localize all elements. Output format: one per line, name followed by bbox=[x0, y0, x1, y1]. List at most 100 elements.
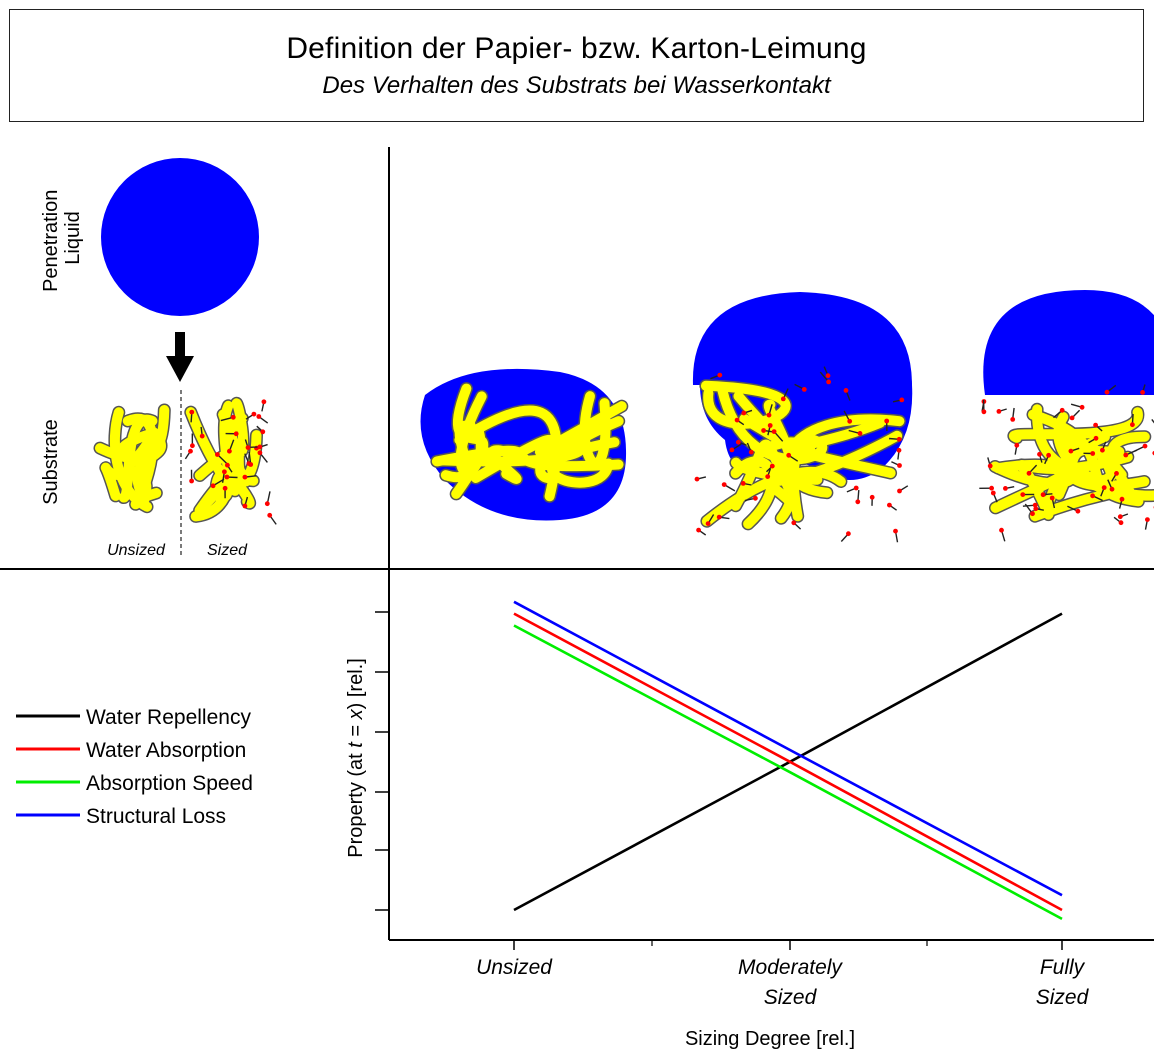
sizing-agent bbox=[1151, 418, 1154, 424]
legend-item-label: Water Repellency bbox=[86, 706, 251, 729]
sizing-dot bbox=[257, 450, 263, 456]
liquid-drop bbox=[983, 290, 1154, 395]
sizing-dot bbox=[1090, 493, 1095, 499]
sizing-dot bbox=[721, 482, 727, 487]
sizing-dot bbox=[853, 485, 859, 491]
sizing-dot bbox=[1032, 502, 1038, 508]
sizing-dot bbox=[1014, 442, 1020, 448]
x-axis-label: Sizing Degree [rel.] bbox=[685, 1028, 855, 1050]
sizing-dot bbox=[1069, 415, 1075, 421]
legend-item-label: Structural Loss bbox=[86, 805, 226, 828]
down-arrow-icon bbox=[166, 332, 194, 382]
sizing-dot bbox=[846, 531, 851, 537]
sizing-dot bbox=[729, 447, 735, 453]
penetration-liquid-label: Penetration Liquid bbox=[40, 184, 84, 292]
sizing-dot bbox=[1145, 517, 1150, 522]
sizing-dot bbox=[694, 476, 700, 482]
series-line bbox=[513, 600, 1063, 897]
fiber bbox=[1062, 444, 1150, 491]
sizing-dot bbox=[897, 488, 902, 494]
illustration-fully-sized bbox=[979, 290, 1154, 542]
sizing-dot bbox=[215, 452, 220, 457]
sizing-dot bbox=[1093, 435, 1099, 441]
liquid-drop bbox=[101, 158, 259, 316]
series-line bbox=[513, 612, 1063, 912]
fiber bbox=[579, 391, 611, 469]
substrate-label: Substrate bbox=[40, 419, 62, 505]
sizing-dot bbox=[1117, 514, 1123, 520]
sizing-dot bbox=[899, 397, 905, 403]
sizing-dot bbox=[766, 412, 772, 418]
sizing-dot bbox=[896, 436, 902, 442]
sizing-dot bbox=[1123, 452, 1129, 458]
fiber bbox=[116, 427, 160, 462]
sizing-dot bbox=[825, 373, 831, 379]
sizing-dot bbox=[765, 474, 771, 479]
fiber bbox=[100, 462, 136, 501]
fiber bbox=[717, 384, 828, 465]
sizing-dot bbox=[230, 414, 236, 420]
sizing-dot bbox=[826, 379, 831, 385]
sizing-dot bbox=[188, 448, 193, 454]
sizing-dot bbox=[981, 409, 987, 415]
sizing-dot bbox=[190, 443, 195, 449]
illustration-panel bbox=[420, 290, 1154, 543]
sizing-dot bbox=[1079, 404, 1085, 410]
sizing-dot bbox=[1100, 447, 1105, 453]
sizing-dot bbox=[242, 474, 248, 480]
page-subtitle: Des Verhalten des Substrats bei Wasserko… bbox=[322, 72, 831, 99]
sizing-dot bbox=[996, 409, 1002, 414]
sizing-dot bbox=[896, 447, 902, 453]
sizing-dot bbox=[1142, 443, 1148, 449]
sizing-dot bbox=[1030, 511, 1035, 517]
sizing-dot bbox=[256, 414, 262, 419]
sizing-dot bbox=[761, 428, 766, 433]
sizing-dot bbox=[1033, 506, 1039, 512]
sizing-dot bbox=[801, 387, 807, 392]
sizing-dot bbox=[227, 448, 232, 454]
sizing-dot bbox=[257, 444, 263, 450]
sizing-dot bbox=[1109, 486, 1115, 492]
unsized-label: Unsized bbox=[107, 542, 166, 559]
sizing-dot bbox=[734, 417, 740, 423]
sizing-dot bbox=[267, 512, 273, 518]
sizing-dot bbox=[1010, 417, 1016, 422]
sizing-dot bbox=[189, 409, 195, 415]
fiber bbox=[455, 391, 487, 477]
sizing-dot bbox=[748, 449, 754, 455]
series-line bbox=[513, 624, 1063, 921]
y-axis-label: Property (at t = x) [rel.] bbox=[345, 658, 367, 858]
sizing-dot bbox=[1140, 390, 1145, 395]
y-axis-ticks bbox=[375, 584, 390, 940]
sizing-dot bbox=[251, 411, 257, 417]
liquid-drop bbox=[692, 292, 912, 385]
fiber bbox=[454, 405, 562, 502]
sizing-dot bbox=[225, 462, 230, 468]
sizing-dot bbox=[847, 418, 853, 424]
fiber bbox=[118, 414, 158, 503]
legend-panel-top: Penetration Liquid Substrate Unsized Siz… bbox=[40, 158, 277, 559]
sizing-dot bbox=[189, 478, 195, 484]
sizing-dot bbox=[1068, 448, 1074, 454]
sizing-dot bbox=[1104, 389, 1110, 395]
fiber bbox=[470, 434, 558, 484]
sizing-dot bbox=[1130, 422, 1135, 428]
sizing-dot bbox=[857, 431, 863, 436]
sizing-dot bbox=[1118, 520, 1124, 526]
sizing-dot bbox=[989, 485, 994, 491]
sizing-dot bbox=[855, 499, 861, 505]
sizing-dot bbox=[696, 527, 701, 533]
sizing-dot bbox=[245, 445, 251, 450]
legend-item-label: Absorption Speed bbox=[86, 772, 253, 795]
sizing-dot bbox=[767, 423, 773, 428]
sizing-dot bbox=[1059, 407, 1065, 413]
sizing-dot bbox=[741, 410, 747, 416]
x-axis-ticks bbox=[513, 940, 1063, 950]
sizing-dot bbox=[791, 520, 797, 526]
sizing-dot bbox=[705, 521, 711, 526]
